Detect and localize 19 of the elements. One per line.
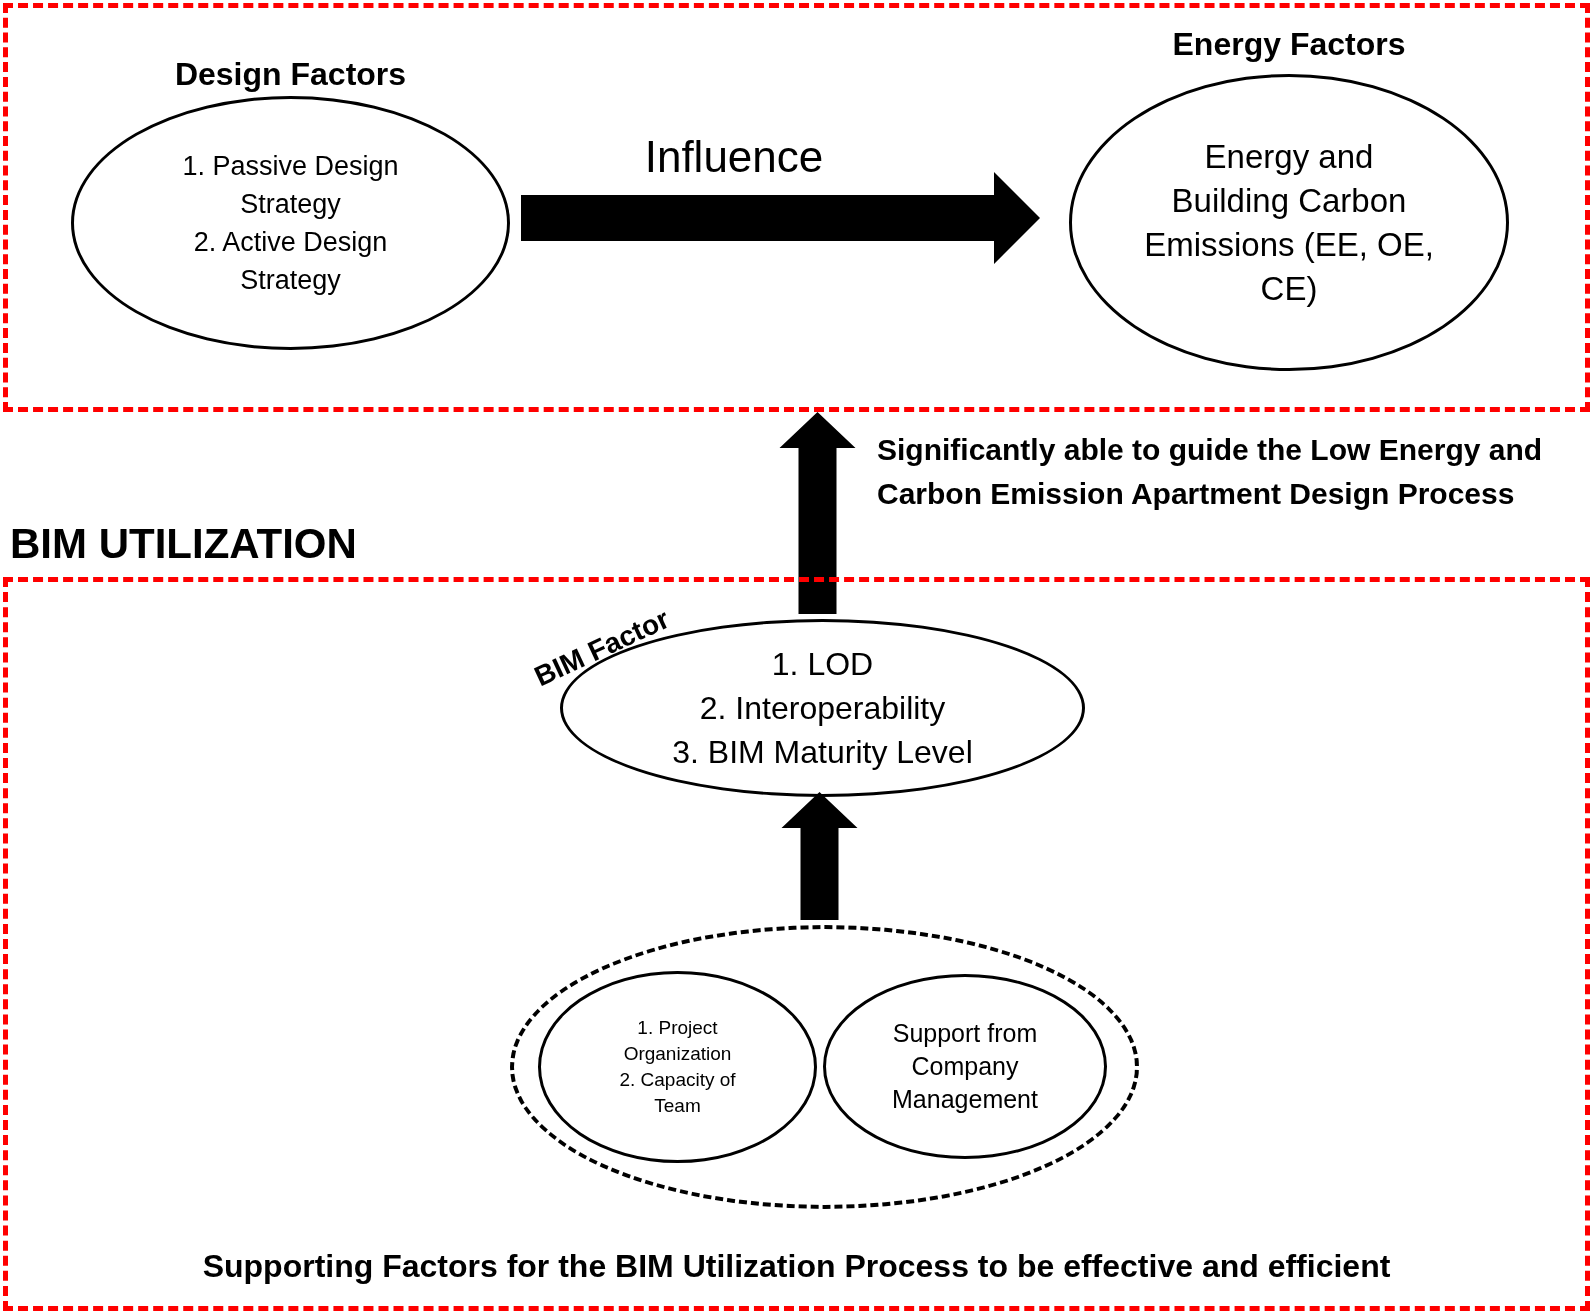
list-item: 2. Interoperability (698, 689, 947, 728)
block-arrow (521, 172, 1040, 264)
block-arrow (781, 792, 858, 920)
dashed-ellipse (510, 925, 1139, 1209)
footer-note: Supporting Factors for the BIM Utilization Process to be effective and efficient (201, 1247, 1392, 1286)
list-item: 1. Passive Design Strategy (181, 150, 400, 221)
list-item: 3. BIM Maturity Level (671, 733, 974, 772)
list-item: 2. Active Design Strategy (192, 226, 389, 297)
list-item: Support from Company Management (891, 1018, 1039, 1115)
list-item: 1. Project Organization (622, 1016, 733, 1066)
heading: Energy Factors (1171, 25, 1407, 63)
ellipse (823, 974, 1107, 1159)
list-item: Energy and Building Carbon Emissions (EE, OE, CE) (1144, 136, 1434, 309)
ellipse (538, 971, 817, 1163)
list-item: 1. LOD (770, 645, 875, 684)
section-heading: BIM UTILIZATION (10, 520, 357, 568)
block-arrow (779, 412, 856, 614)
heading: Design Factors (173, 55, 408, 93)
list-item: 2. Capacity of Team (618, 1068, 737, 1118)
